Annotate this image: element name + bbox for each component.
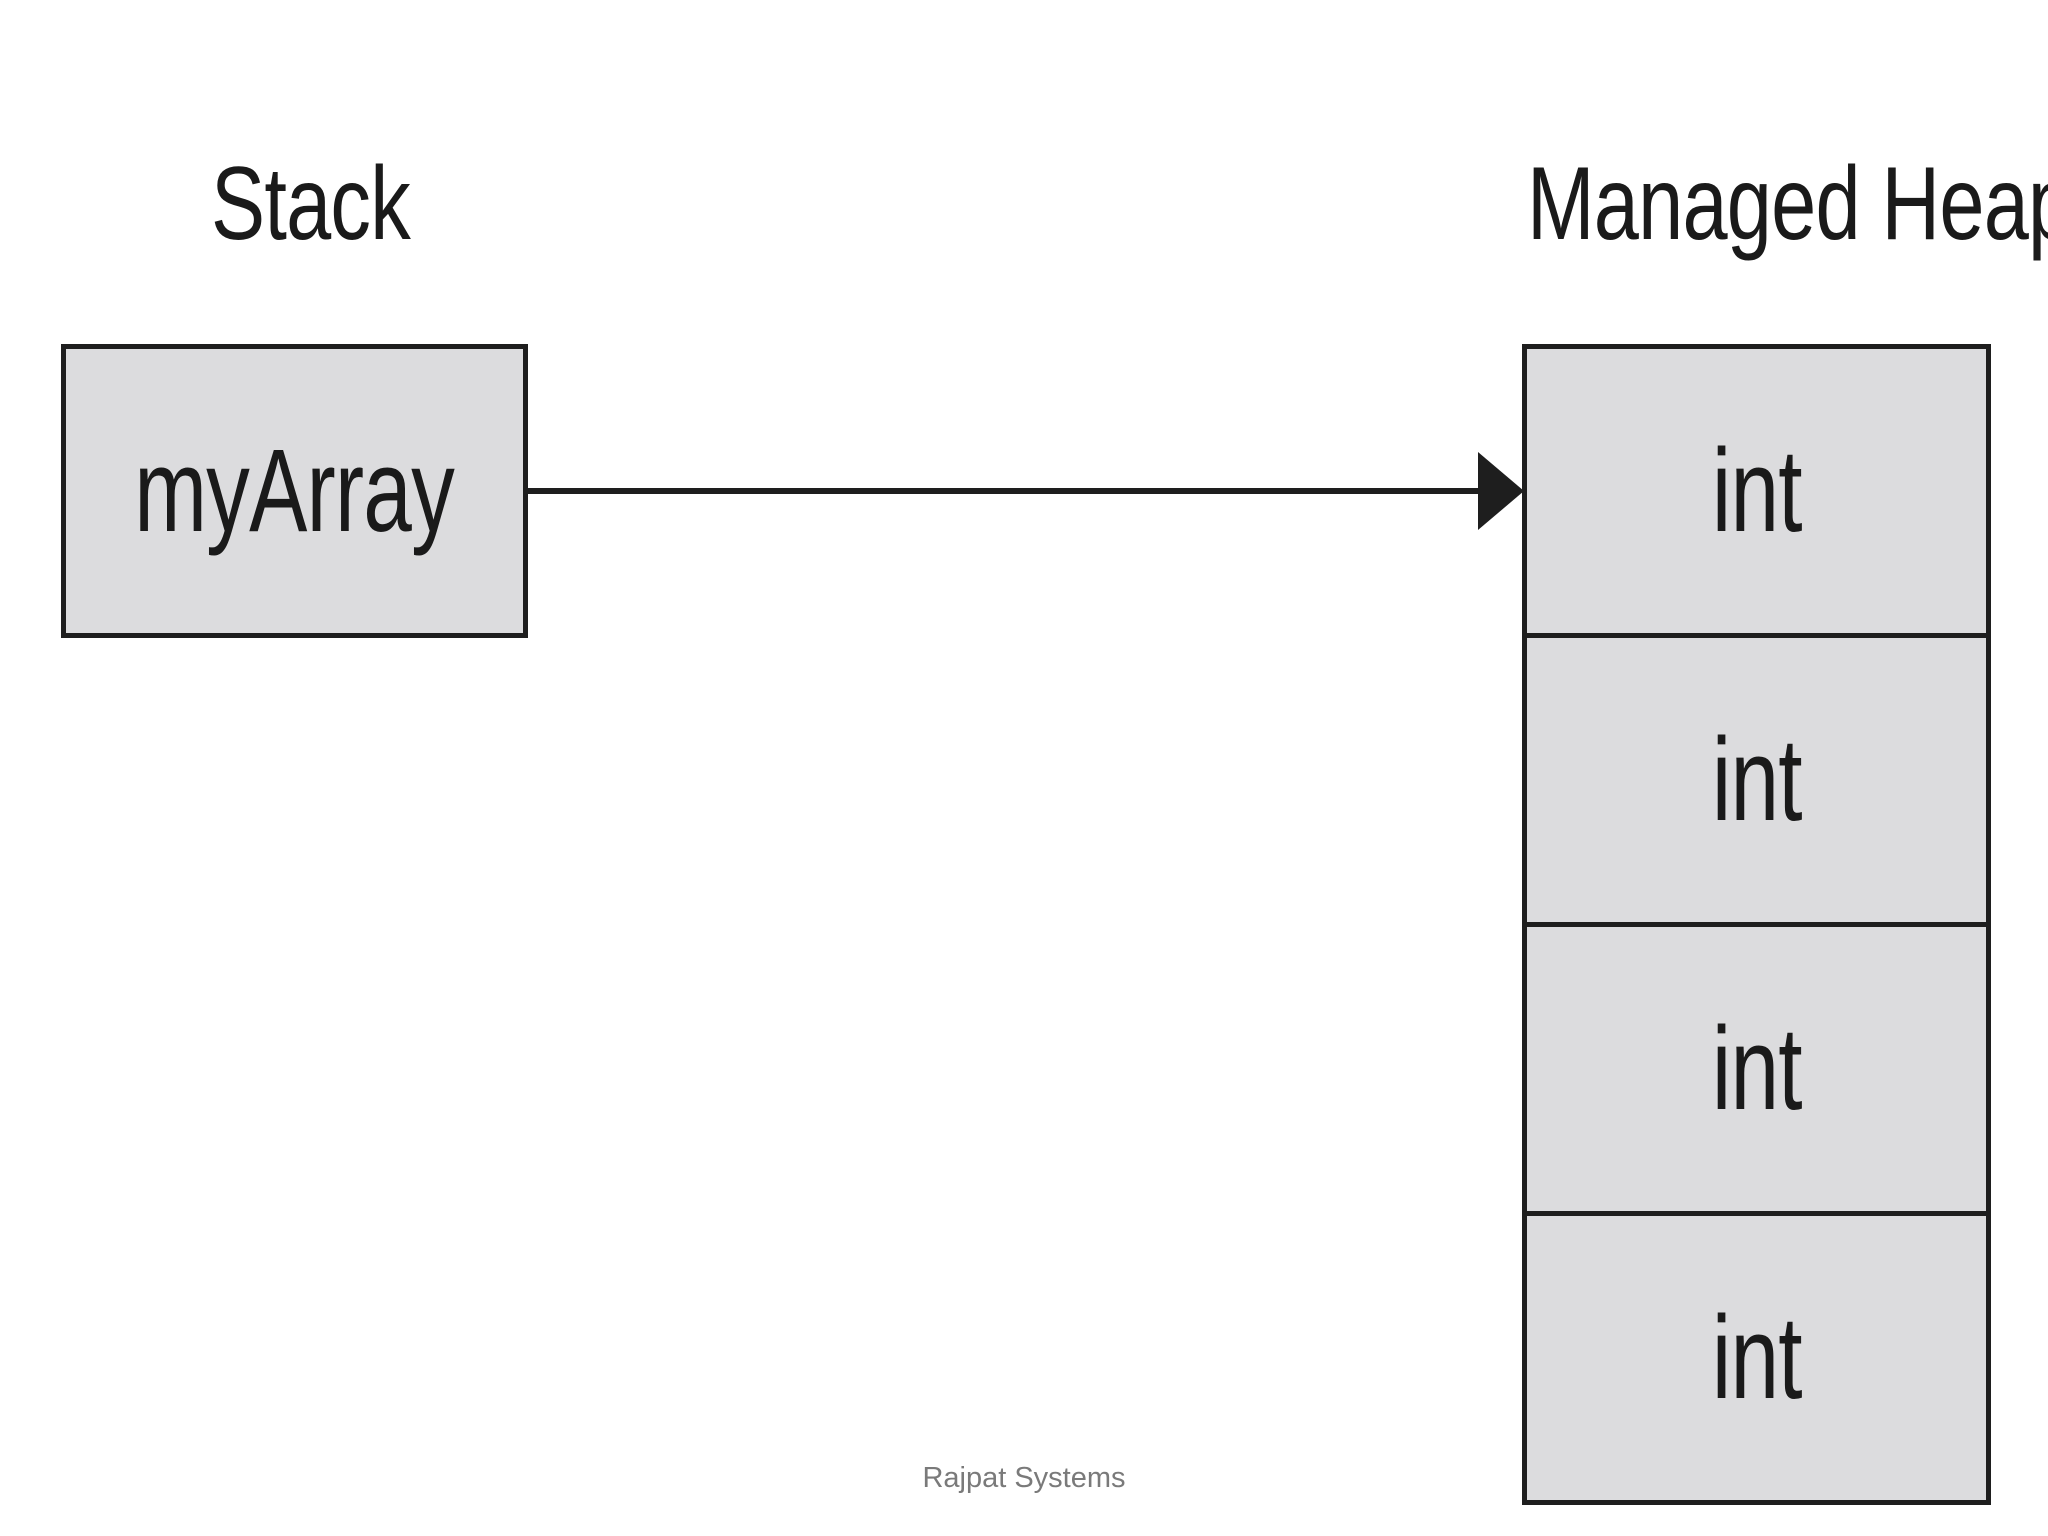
heap-cell: int [1522,344,1991,638]
heap-cell: int [1522,633,1991,927]
heap-cell: int [1522,1211,1991,1505]
footer-text: Rajpat Systems [922,1462,1126,1494]
stack-variable-label: myArray [134,425,456,557]
heap-cell-label: int [1711,714,1802,846]
heap-cell-label: int [1711,1292,1802,1424]
stack-variable-box: myArray [61,344,528,638]
heap-cell-label: int [1711,425,1802,557]
heap-cell-label: int [1711,1003,1802,1135]
managed-heap-title: Managed Heap [1527,146,2048,262]
reference-arrow-head [1478,452,1524,530]
stack-title: Stack [211,146,411,262]
heap-cell: int [1522,922,1991,1216]
